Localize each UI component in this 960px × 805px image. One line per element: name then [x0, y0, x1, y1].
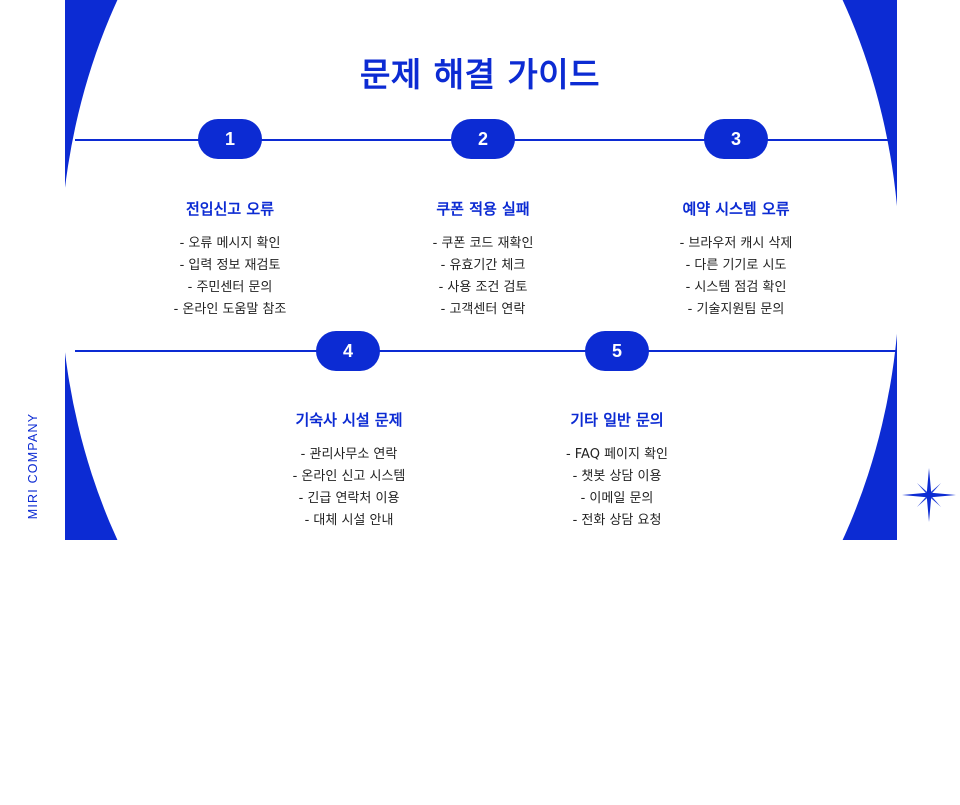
- step-block-1: 전입신고 오류 - 오류 메시지 확인 - 입력 정보 재검토 - 주민센터 문…: [120, 198, 340, 321]
- list-item: - 전화 상담 요청: [572, 513, 662, 528]
- step-item-list: - 관리사무소 연락 - 온라인 신고 시스템 - 긴급 연락처 이용 - 대체…: [239, 444, 459, 532]
- list-item: - 입력 정보 재검토: [179, 258, 281, 273]
- step-block-5: 기타 일반 문의 - FAQ 페이지 확인 - 챗봇 상담 이용 - 이메일 문…: [507, 409, 727, 532]
- step-title: 쿠폰 적용 실패: [436, 200, 530, 218]
- step-title: 전입신고 오류: [185, 200, 275, 218]
- step-number-badge-5: 5: [585, 331, 649, 371]
- list-item: - 주민센터 문의: [187, 280, 273, 295]
- list-item: - 브라우저 캐시 삭제: [679, 236, 793, 251]
- list-item: - 기술지원팀 문의: [687, 302, 785, 317]
- step-number-badge-3: 3: [704, 119, 768, 159]
- step-item-list: - 오류 메시지 확인 - 입력 정보 재검토 - 주민센터 문의 - 온라인 …: [120, 233, 340, 321]
- list-item: - 대체 시설 안내: [304, 513, 394, 528]
- list-item: - 쿠폰 코드 재확인: [432, 236, 534, 251]
- step-title: 기숙사 시설 문제: [295, 411, 403, 429]
- page-title: 문제 해결 가이드: [360, 55, 600, 94]
- list-item: - 고객센터 연락: [440, 302, 526, 317]
- step-number-badge-4: 4: [316, 331, 380, 371]
- step-block-4: 기숙사 시설 문제 - 관리사무소 연락 - 온라인 신고 시스템 - 긴급 연…: [239, 409, 459, 532]
- list-item: - 다른 기기로 시도: [685, 258, 787, 273]
- list-item: - FAQ 페이지 확인: [565, 447, 669, 462]
- step-title: 기타 일반 문의: [570, 411, 664, 429]
- step-block-3: 예약 시스템 오류 - 브라우저 캐시 삭제 - 다른 기기로 시도 - 시스템…: [626, 198, 846, 321]
- list-item: - 온라인 신고 시스템: [292, 469, 406, 484]
- list-item: - 긴급 연락처 이용: [298, 491, 400, 506]
- list-item: - 온라인 도움말 참조: [173, 302, 287, 317]
- step-title: 예약 시스템 오류: [682, 200, 790, 218]
- timeline-line-bottom: [75, 350, 897, 352]
- list-item: - 사용 조건 검토: [438, 280, 528, 295]
- list-item: - 챗봇 상담 이용: [572, 469, 662, 484]
- step-block-2: 쿠폰 적용 실패 - 쿠폰 코드 재확인 - 유효기간 체크 - 사용 조건 검…: [373, 198, 593, 321]
- brand-label: MIRI COMPANY: [26, 412, 40, 520]
- step-number-badge-2: 2: [451, 119, 515, 159]
- list-item: - 유효기간 체크: [440, 258, 526, 273]
- step-item-list: - 쿠폰 코드 재확인 - 유효기간 체크 - 사용 조건 검토 - 고객센터 …: [373, 233, 593, 321]
- list-item: - 이메일 문의: [580, 491, 654, 506]
- step-item-list: - 브라우저 캐시 삭제 - 다른 기기로 시도 - 시스템 점검 확인 - 기…: [626, 233, 846, 321]
- list-item: - 오류 메시지 확인: [179, 236, 281, 251]
- slide: 문제 해결 가이드 1 2 3 4 5 전입신고 오류 - 오류 메시지 확인 …: [26, 0, 956, 540]
- four-point-star-icon: [902, 468, 956, 522]
- list-item: - 시스템 점검 확인: [685, 280, 787, 295]
- list-item: - 관리사무소 연락: [300, 447, 398, 462]
- step-number-badge-1: 1: [198, 119, 262, 159]
- step-item-list: - FAQ 페이지 확인 - 챗봇 상담 이용 - 이메일 문의 - 전화 상담…: [507, 444, 727, 532]
